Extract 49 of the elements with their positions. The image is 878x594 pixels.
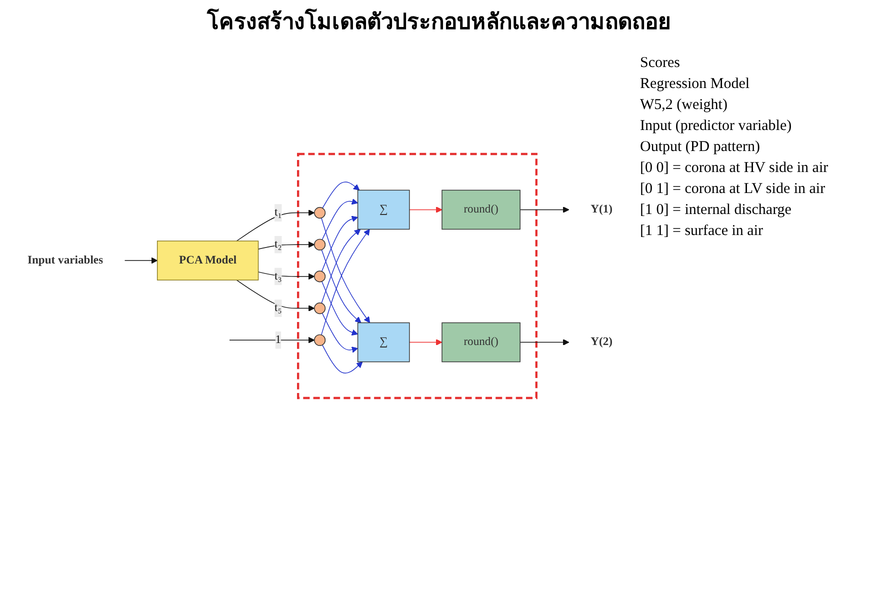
node-circle	[314, 238, 326, 250]
node-circle	[314, 207, 326, 219]
arrow	[322, 198, 358, 240]
node-circle	[314, 270, 326, 282]
arrow	[236, 210, 315, 242]
arrow	[322, 312, 358, 353]
arrow	[409, 206, 442, 213]
arrow	[124, 257, 158, 264]
node-box: ∑	[357, 190, 410, 230]
arrow	[520, 339, 570, 346]
note-text: [1 1] = surface in air	[640, 223, 764, 240]
note-text: Output (PD pattern)	[640, 139, 761, 156]
node-circle	[314, 334, 326, 346]
node-text: Y(2)	[590, 336, 613, 348]
note-text: Scores	[640, 55, 681, 72]
arrow	[258, 272, 315, 280]
arrow	[321, 216, 358, 272]
arrow	[321, 218, 370, 324]
edge-label: t₂	[274, 238, 282, 250]
arrow	[229, 336, 315, 344]
arrow	[321, 249, 362, 324]
note-text: [0 1] = corona at LV side in air	[640, 181, 826, 198]
edge-label: 1	[275, 334, 282, 346]
note-text: W5,2 (weight)	[640, 97, 728, 114]
note-text: Regression Model	[640, 76, 751, 93]
edge-label: t₃	[274, 270, 282, 282]
node-box: round()	[442, 190, 520, 230]
node-box: round()	[442, 322, 520, 362]
arrow	[520, 206, 570, 213]
edge-label: t₁	[274, 206, 282, 219]
node-circle	[314, 302, 326, 314]
node-text: Y(1)	[590, 203, 613, 216]
cluster	[297, 152, 538, 400]
arrow	[322, 182, 360, 208]
arrow	[258, 241, 315, 250]
arrow	[322, 344, 363, 374]
node-box: ∑	[357, 322, 410, 362]
node-text: Input variables	[27, 254, 104, 266]
edge-label: t₅	[274, 302, 282, 314]
arrow	[236, 280, 315, 312]
diagram-title: โครงสร้างโมเดลตัวประกอบหลักและความถดถอย	[206, 8, 672, 36]
node-box: PCA Model	[156, 240, 259, 280]
note-text: [0 0] = corona at HV side in air	[640, 160, 830, 177]
note-text: Input (predictor variable)	[640, 118, 793, 135]
note-text: [1 0] = internal discharge	[640, 202, 792, 219]
arrow	[322, 281, 358, 336]
arrow	[321, 228, 370, 336]
arrow	[409, 339, 442, 346]
arrow	[321, 228, 361, 304]
